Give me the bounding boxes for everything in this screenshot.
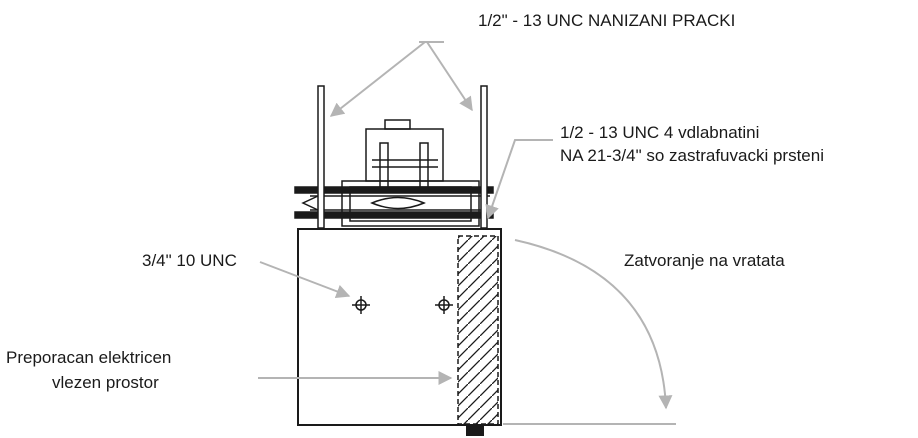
leader-lines [258, 41, 676, 425]
leader-holes [485, 139, 553, 220]
electrical-entry-area [457, 235, 499, 425]
threaded-rod-left [317, 85, 325, 229]
bolt-hole-left [352, 296, 370, 314]
leader-bolt [259, 261, 351, 299]
bolt-size-label: 3/4" 10 UNC [142, 251, 237, 270]
leader-rod-left [329, 41, 426, 117]
door-closing-label: Zatvoranje na vratata [624, 251, 785, 270]
leader-rod-right [426, 41, 473, 112]
holes-label-line2: NA 21-3/4" so zastrafuvacki prsteni [560, 146, 824, 165]
holes-label-line1: 1/2 - 13 UNC 4 vdlabnatini [560, 123, 760, 142]
bolt-hole-right [435, 296, 453, 314]
bottom-foot [466, 425, 484, 436]
electrical-entry-label-line1: Preporacan elektricen [6, 348, 172, 367]
threaded-rod-right [480, 85, 488, 229]
door-swing-arc [514, 239, 673, 410]
electrical-entry-label-line2: vlezen prostor [52, 373, 159, 392]
threaded-rods-label: 1/2" - 13 UNC NANIZANI PRACKI [478, 11, 736, 30]
